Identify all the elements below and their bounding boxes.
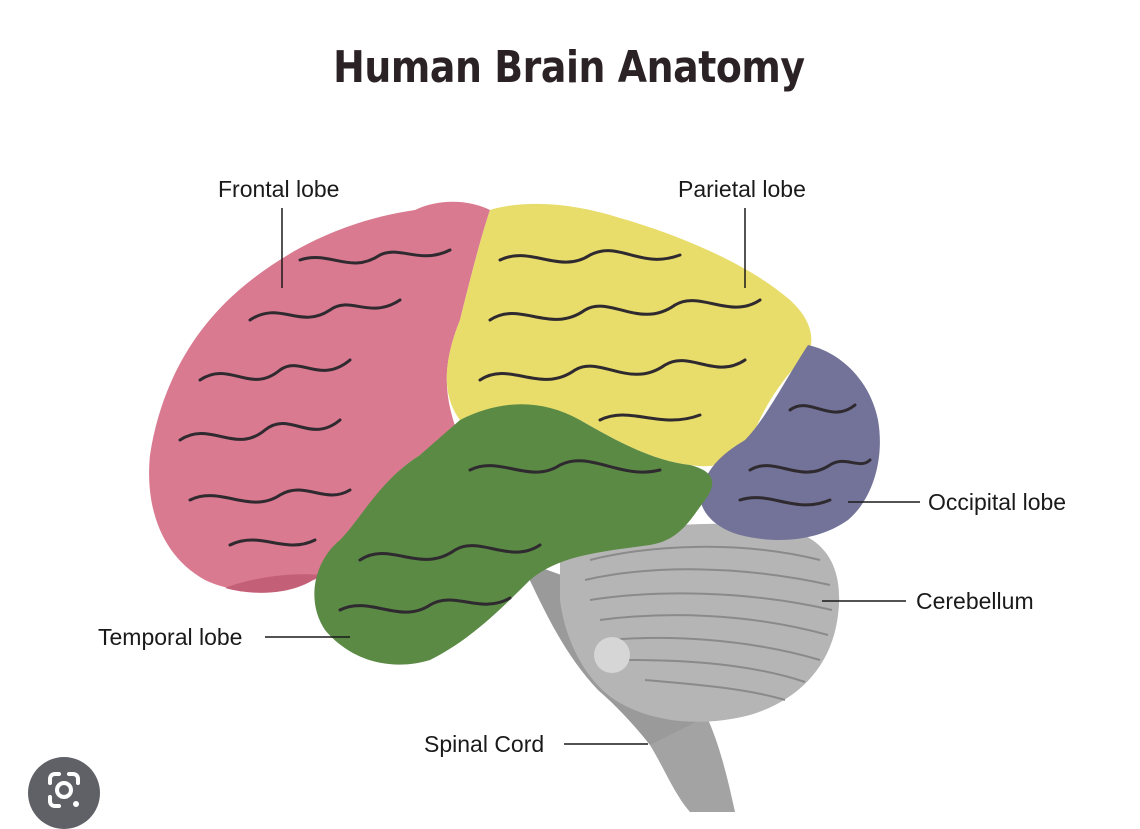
pons-detail — [594, 637, 630, 673]
occipital-lobe — [700, 345, 880, 540]
google-lens-button[interactable] — [28, 757, 100, 829]
temporal-lobe-label: Temporal lobe — [98, 624, 243, 650]
google-lens-icon — [48, 772, 80, 808]
spinal-cord-label: Spinal Cord — [424, 731, 545, 757]
frontal-lobe-tip — [225, 574, 320, 593]
sulci-lines — [178, 248, 872, 614]
occipital-lobe-label: Occipital lobe — [928, 489, 1067, 515]
parietal-lobe-label: Parietal lobe — [678, 176, 806, 202]
frontal-lobe — [149, 201, 490, 590]
temporal-lobe — [314, 404, 713, 665]
parietal-lobe — [446, 203, 812, 467]
cerebellum-label: Cerebellum — [916, 588, 1034, 614]
diagram-title: Human Brain Anatomy — [333, 42, 805, 93]
frontal-lobe-label: Frontal lobe — [218, 176, 340, 202]
cerebellum-folia — [584, 545, 833, 701]
label-leaders — [265, 208, 920, 745]
